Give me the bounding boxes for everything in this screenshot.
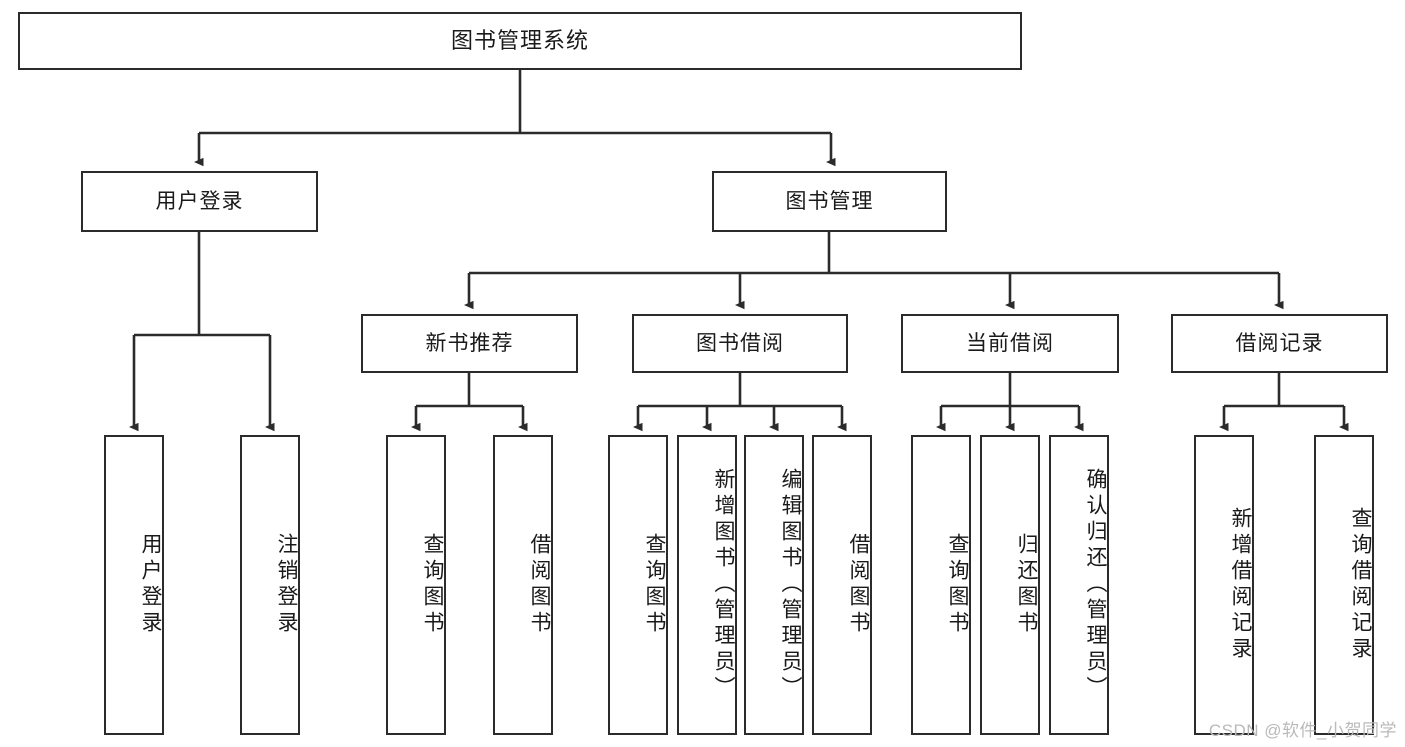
- leaf-label: 新增图书（管理员）: [712, 468, 735, 702]
- leaf-borrow-book-recommend[interactable]: 借阅图书: [493, 435, 553, 735]
- leaf-borrow-book[interactable]: 借阅图书: [812, 435, 872, 735]
- leaf-edit-book[interactable]: 编辑图书（管理员）: [744, 435, 804, 735]
- node-root-system[interactable]: 图书管理系统: [18, 12, 1022, 70]
- leaf-label: 查询图书: [946, 533, 969, 637]
- leaf-label: 归还图书: [1015, 533, 1038, 637]
- leaf-query-book-borrow[interactable]: 查询图书: [608, 435, 668, 735]
- leaf-user-login[interactable]: 用户登录: [104, 435, 164, 735]
- csdn-watermark: CSDN @软件_小贺同学: [1208, 721, 1397, 740]
- leaf-label: 用户登录: [139, 533, 162, 637]
- leaf-confirm-return[interactable]: 确认归还（管理员）: [1049, 435, 1109, 735]
- leaf-add-book[interactable]: 新增图书（管理员）: [677, 435, 737, 735]
- node-user-login[interactable]: 用户登录: [81, 171, 318, 232]
- leaf-query-book-current[interactable]: 查询图书: [911, 435, 971, 735]
- leaf-label: 新增借阅记录: [1229, 507, 1252, 663]
- node-current-borrow[interactable]: 当前借阅: [901, 314, 1119, 373]
- leaf-label: 借阅图书: [528, 533, 551, 637]
- leaf-label: 编辑图书（管理员）: [779, 468, 802, 702]
- leaf-query-book-recommend[interactable]: 查询图书: [386, 435, 446, 735]
- leaf-logout-login[interactable]: 注销登录: [240, 435, 300, 735]
- leaf-label: 查询图书: [421, 533, 444, 637]
- node-book-borrow[interactable]: 图书借阅: [632, 314, 848, 373]
- node-borrow-record[interactable]: 借阅记录: [1171, 314, 1388, 373]
- leaf-label: 确认归还（管理员）: [1084, 468, 1107, 702]
- leaf-label: 查询图书: [643, 533, 666, 637]
- node-new-book-recommend[interactable]: 新书推荐: [361, 314, 578, 373]
- leaf-query-borrow-record[interactable]: 查询借阅记录: [1314, 435, 1374, 735]
- leaf-add-borrow-record[interactable]: 新增借阅记录: [1194, 435, 1254, 735]
- leaf-return-book[interactable]: 归还图书: [980, 435, 1040, 735]
- leaf-label: 注销登录: [275, 533, 298, 637]
- node-book-manage[interactable]: 图书管理: [712, 171, 947, 232]
- leaf-label: 借阅图书: [847, 533, 870, 637]
- leaf-label: 查询借阅记录: [1349, 507, 1372, 663]
